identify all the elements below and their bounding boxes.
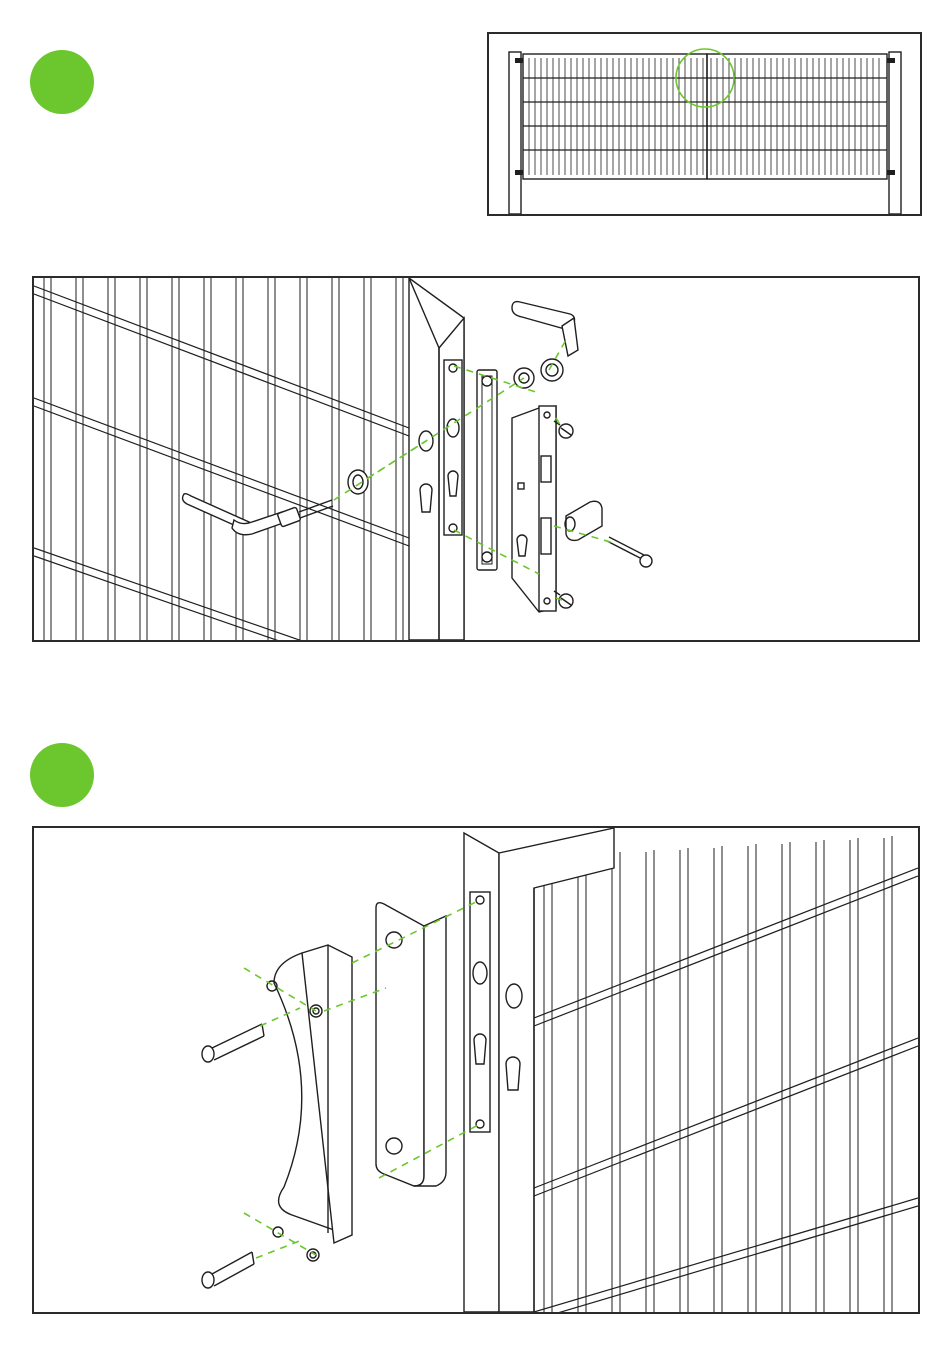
step-1-marker (30, 50, 94, 114)
step-2-panel (32, 826, 920, 1314)
step-2-marker (30, 743, 94, 807)
step-1-panel (32, 276, 920, 642)
gate-overview-panel (487, 32, 922, 216)
gate-overview-drawing (489, 34, 920, 214)
pull-handle-exploded-drawing (34, 828, 918, 1312)
lock-exploded-drawing (34, 278, 918, 640)
